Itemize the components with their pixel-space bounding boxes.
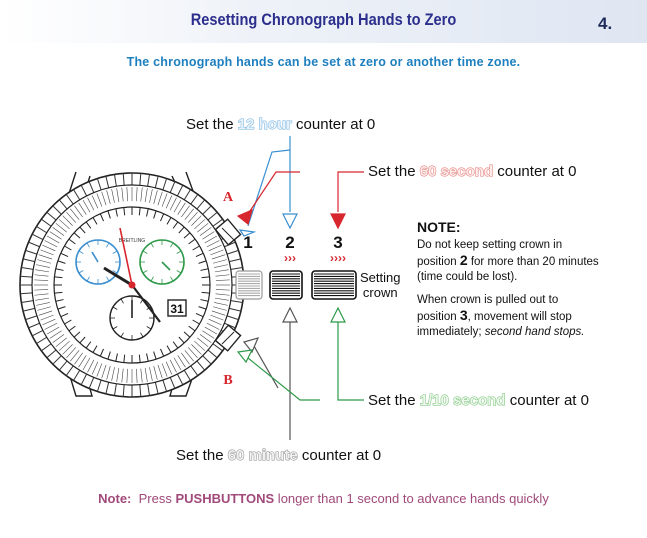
subtitle: The chronograph hands can be set at zero… (126, 55, 521, 69)
label-tenth-second: Set the 1/10 second counter at 0 (368, 392, 589, 410)
minute-ticks (54, 207, 210, 363)
position-1: 1 (243, 233, 252, 252)
header-band (0, 0, 647, 43)
label-60-minute: Set the 60 minute counter at 0 (176, 447, 382, 465)
page-title: Resetting Chronograph Hands to Zero (190, 10, 457, 29)
note-heading: NOTE: (417, 219, 461, 235)
crown-position-3[interactable] (311, 270, 357, 300)
leader-tenth-second (236, 306, 364, 401)
position-3: 3 (333, 233, 342, 252)
brand-logo: BREITLING (119, 238, 146, 244)
label-60-second: Set the 60 second counter at 0 (368, 163, 577, 181)
footer-note: Note: Press PUSHBUTTONS longer than 1 se… (98, 491, 549, 506)
date-value: 31 (170, 302, 184, 316)
pusher-a-label: A (223, 190, 234, 205)
position-2: 2 (285, 233, 294, 252)
pusher-b[interactable] (214, 324, 242, 352)
leader-60-second (236, 171, 364, 230)
hour-hand (103, 266, 133, 287)
crown-position-1[interactable] (235, 270, 263, 300)
date-window (167, 299, 187, 317)
pusher-b-label: B (223, 373, 232, 388)
page-number: 4. (598, 14, 613, 33)
chevrons-position-2: ››› (284, 251, 296, 265)
note-block: NOTE: Do not keep setting crown in posit… (417, 219, 637, 340)
leader-60-minute (242, 306, 298, 440)
pusher-a[interactable] (214, 218, 242, 246)
minute-hand (131, 284, 161, 323)
chevrons-position-3: ›››› (330, 251, 346, 265)
note-paragraph-1: Do not keep setting crown in position 2 … (417, 239, 599, 283)
slide-rule-scale (34, 187, 230, 383)
note-paragraph-2: When crown is pulled out to position 3, … (417, 294, 585, 338)
crown-position-2[interactable] (269, 270, 303, 300)
label-12-hour: Set the 12 hour counter at 0 (186, 116, 376, 134)
chrono-second-hand (119, 227, 133, 286)
hand-pivot (128, 281, 136, 289)
setting-crown-label: Setting crown (360, 270, 401, 300)
